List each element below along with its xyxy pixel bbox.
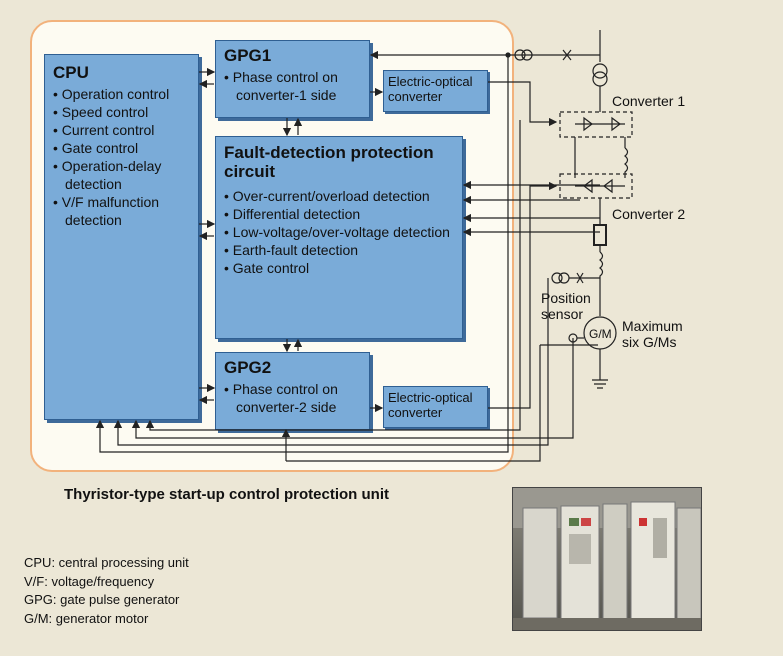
gpg2-title: GPG2	[224, 358, 272, 377]
cpu-item: Operation control	[53, 85, 190, 103]
cpu-title: CPU	[53, 63, 89, 82]
fault-item: Low-voltage/over-voltage detection	[224, 223, 454, 241]
legend-item: CPU: central processing unit	[24, 555, 189, 570]
generator-motor-label: G/M	[589, 327, 612, 341]
figure-caption: Thyristor-type start-up control protecti…	[64, 486, 389, 503]
converter-1-label: Converter 1	[612, 93, 686, 109]
gpg2-item: Phase control on converter-2 side	[224, 380, 361, 416]
converter-2-label: Converter 2	[612, 206, 686, 222]
cpu-item: V/F malfunction detection	[53, 193, 190, 229]
gpg2-block: GPG2 Phase control on converter-2 side	[215, 352, 370, 430]
cpu-item: Gate control	[53, 139, 190, 157]
fault-detection-block: Fault-detection protection circuit Over-…	[215, 136, 463, 339]
gpg1-title: GPG1	[224, 46, 272, 65]
cpu-item: Speed control	[53, 103, 190, 121]
cpu-item: Operation-delay detection	[53, 157, 190, 193]
legend-item: V/F: voltage/frequency	[24, 573, 155, 589]
gpg1-item: Phase control on converter-1 side	[224, 68, 361, 104]
electric-optical-converter-1: Electric-optical converter	[383, 70, 488, 112]
cpu-item: Current control	[53, 121, 190, 139]
legend-item: GPG: gate pulse generator	[24, 592, 180, 607]
cabinet-illustration	[513, 488, 701, 630]
electric-optical-converter-2: Electric-optical converter	[383, 386, 488, 428]
fault-item: Earth-fault detection	[224, 241, 454, 259]
gpg1-block: GPG1 Phase control on converter-1 side	[215, 40, 370, 118]
equipment-photo	[512, 487, 702, 631]
fault-item: Over-current/overload detection	[224, 187, 454, 205]
position-sensor-label: Position sensor	[541, 290, 591, 322]
fault-item: Gate control	[224, 259, 454, 277]
cpu-block: CPU Operation control Speed control Curr…	[44, 54, 199, 420]
abbreviation-legend: CPU: central processing unit V/F: voltag…	[24, 554, 189, 628]
legend-item: G/M: generator motor	[24, 610, 149, 626]
max-six-gms-label: Maximum six G/Ms	[622, 318, 683, 350]
fault-item: Differential detection	[224, 205, 454, 223]
fault-title: Fault-detection protection circuit	[224, 143, 434, 181]
